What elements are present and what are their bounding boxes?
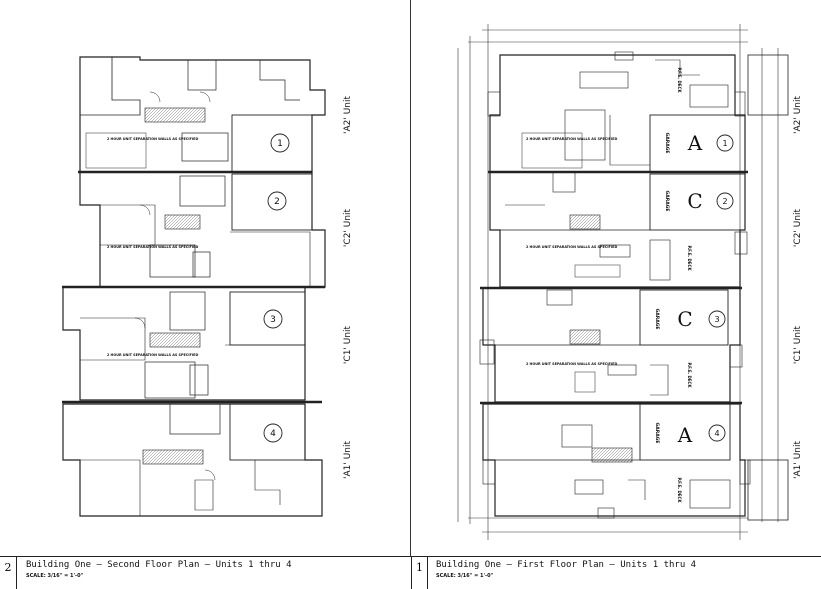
- garage-type-letter: C: [687, 189, 702, 213]
- deck-label: P.F.E. DECK: [677, 477, 682, 503]
- second-floor-unit-number: 1: [277, 139, 283, 149]
- second-floor-unit-number: 4: [270, 429, 276, 439]
- sheet-number: 2: [0, 557, 17, 589]
- first-floor-unit-number: 4: [714, 429, 719, 438]
- first-floor-unit-number: 2: [722, 197, 727, 206]
- second-floor-unit-number-circles: [263, 133, 290, 443]
- second-floor-unit-label: 'A1' Unit: [343, 441, 353, 479]
- separation-note: 2 HOUR UNIT SEPARATION WALLS AS SPECIFIE…: [107, 353, 198, 357]
- garage-type-letter: A: [677, 423, 693, 447]
- sheet-scale: SCALE: 3/16" = 1'-0": [26, 573, 84, 579]
- first-floor-unit-number: 3: [714, 315, 719, 324]
- deck-label: P.F.E. DECK: [677, 67, 682, 93]
- title-block: 2 Building One – Second Floor Plan – Uni…: [0, 556, 821, 589]
- first-floor-unit-number-circles: [708, 134, 734, 442]
- first-floor-separation-notes: 2 HOUR UNIT SEPARATION WALLS AS SPECIFIE…: [526, 137, 617, 366]
- separation-note: 2 HOUR UNIT SEPARATION WALLS AS SPECIFIE…: [526, 137, 617, 141]
- first-floor-unit-2: [489, 171, 748, 288]
- first-floor-unit-label: 'A1' Unit: [793, 441, 803, 479]
- second-floor-unit-3: [62, 286, 306, 401]
- first-floor-plan: [479, 51, 789, 521]
- first-floor-unit-number: 1: [722, 139, 727, 148]
- garage-type-letter: C: [677, 307, 692, 331]
- first-floor-unit-3: [479, 287, 743, 403]
- second-floor-unit-label: 'C2' Unit: [343, 208, 353, 247]
- first-floor-dimension-lines: [457, 24, 779, 540]
- separation-note: 2 HOUR UNIT SEPARATION WALLS AS SPECIFIE…: [107, 245, 198, 249]
- second-floor-unit-2: [79, 171, 326, 288]
- sheet-number: 1: [411, 557, 428, 589]
- garage-label: GARAGE: [654, 309, 660, 330]
- first-floor-unit-1: [487, 51, 746, 173]
- deck-label: P.F.E. DECK: [687, 362, 692, 388]
- second-floor-unit-number: 2: [274, 197, 280, 207]
- second-floor-unit-label: 'C1' Unit: [343, 325, 353, 364]
- first-floor-unit-label: 'C1' Unit: [793, 325, 803, 364]
- second-floor-plan: [62, 56, 326, 517]
- sheet-divider: [410, 0, 412, 588]
- first-floor-unit-label: 'A2' Unit: [793, 96, 803, 134]
- second-floor-unit-1: [79, 56, 326, 173]
- separation-note: 2 HOUR UNIT SEPARATION WALLS AS SPECIFIE…: [526, 245, 617, 249]
- second-floor-unit-4: [62, 403, 323, 517]
- garage-type-letter: A: [687, 131, 703, 155]
- sheet-title: Building One – Second Floor Plan – Units…: [26, 560, 292, 570]
- separation-note: 2 HOUR UNIT SEPARATION WALLS AS SPECIFIE…: [107, 137, 198, 141]
- garage-label: GARAGE: [664, 133, 670, 154]
- deck-label: P.F.E. DECK: [687, 245, 692, 271]
- sheet-title: Building One – First Floor Plan – Units …: [436, 560, 697, 570]
- first-floor-unit-4: [482, 403, 751, 519]
- sheet-scale: SCALE: 3/16" = 1'-0": [436, 573, 494, 579]
- second-floor-unit-number: 3: [270, 315, 276, 325]
- first-floor-unit-label: 'C2' Unit: [793, 208, 803, 247]
- garage-label: GARAGE: [664, 191, 670, 212]
- separation-note: 2 HOUR UNIT SEPARATION WALLS AS SPECIFIE…: [526, 362, 617, 366]
- second-floor-unit-label: 'A2' Unit: [343, 96, 353, 134]
- floor-plans-drawing: 1 2 3 4 2 HOUR UNIT SEPARATION WALLS AS …: [62, 24, 803, 540]
- garage-label: GARAGE: [654, 423, 660, 444]
- second-floor-separation-notes: 2 HOUR UNIT SEPARATION WALLS AS SPECIFIE…: [107, 137, 198, 357]
